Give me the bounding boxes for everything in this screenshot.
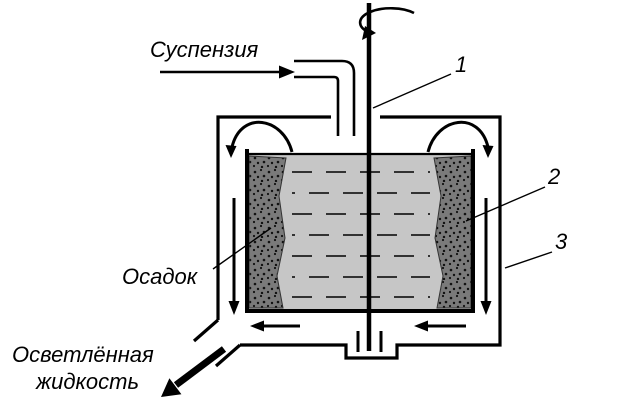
feed-pipe-outer-edge	[294, 59, 356, 136]
label-clarified-liquid-line2: жидкость	[35, 369, 139, 394]
feed-pipe-inner-edge	[294, 75, 340, 136]
suspension-feed-arrow-head	[279, 65, 295, 79]
label-sediment: Осадок	[122, 264, 199, 289]
liquid-level-dashes	[292, 171, 430, 298]
overflow-arrow-right-head	[482, 145, 494, 158]
callout-1-shaft: 1	[455, 52, 467, 77]
leader-line-callout-3	[504, 251, 553, 269]
outlet-arrow-head	[161, 378, 182, 397]
label-suspension: Суспензия	[150, 37, 259, 62]
casing-spout-lower-edge	[214, 343, 242, 368]
label-clarified-liquid-line1: Осветлённая	[12, 342, 154, 367]
overflow-arrow-left	[230, 120, 294, 153]
rotation-arrow-head	[362, 26, 376, 40]
sediment-layer-right	[433, 155, 472, 309]
casing-spout-upper-edge	[192, 318, 220, 343]
callout-2-bowl: 2	[547, 164, 560, 189]
downflow-arrow-right-head	[480, 301, 492, 315]
bowl-liquid	[249, 154, 471, 311]
rotation-arrow	[358, 6, 415, 34]
casing-right-wall-and-bottom	[240, 115, 502, 360]
overflow-arrow-left-head	[225, 145, 237, 158]
overflow-arrow-right	[426, 120, 490, 153]
bottomflow-arrow-left-head	[250, 320, 264, 332]
casing-left-wall	[216, 115, 331, 320]
outlet-arrow	[173, 346, 227, 388]
leader-line-callout-1	[372, 73, 452, 109]
leader-line-sediment	[212, 227, 272, 270]
bowl-outline	[245, 149, 475, 313]
downflow-arrow-left-head	[228, 301, 240, 315]
feed-pipe-body	[294, 61, 354, 136]
callout-3-casing: 3	[555, 229, 568, 254]
leader-line-callout-2	[465, 186, 546, 222]
bottomflow-arrow-right-head	[414, 320, 428, 332]
sediment-layer-left	[248, 155, 287, 309]
